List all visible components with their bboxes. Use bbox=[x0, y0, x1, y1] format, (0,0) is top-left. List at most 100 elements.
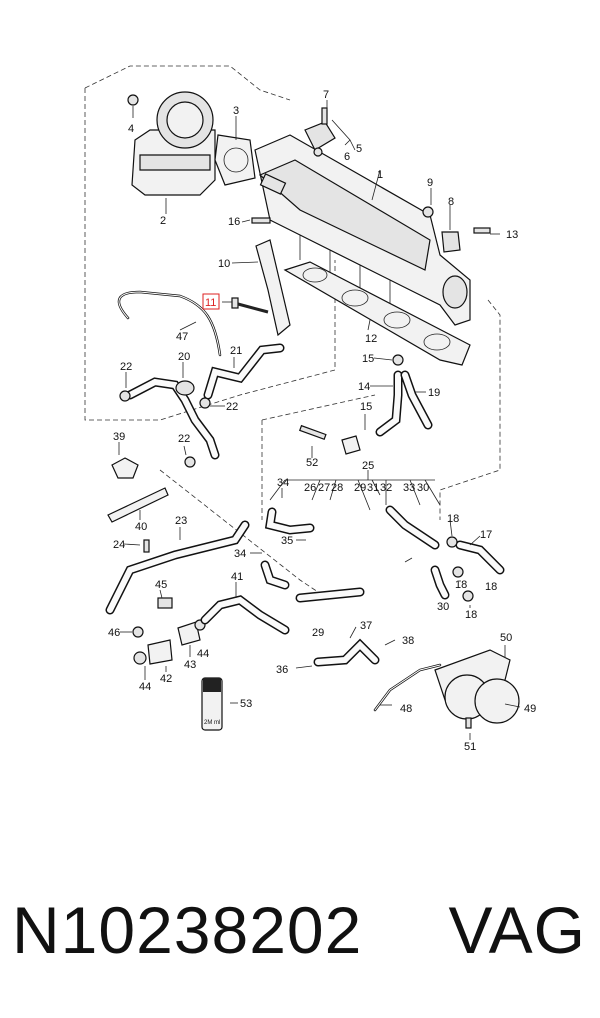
washer-6 bbox=[313, 147, 323, 157]
callout-32: 32 bbox=[380, 482, 392, 494]
callout-18a: 18 bbox=[447, 513, 459, 525]
clamp-22a bbox=[119, 390, 131, 402]
callout-17: 17 bbox=[480, 529, 492, 541]
part-number: N10238202 bbox=[12, 893, 363, 967]
callout-39: 39 bbox=[113, 431, 125, 443]
callout-48: 48 bbox=[400, 703, 412, 715]
callout-41: 41 bbox=[231, 571, 243, 583]
callout-34b: 34 bbox=[234, 548, 246, 560]
hose-14 bbox=[375, 370, 403, 437]
clamp-22c bbox=[184, 456, 196, 468]
callout-7: 7 bbox=[323, 89, 329, 101]
stud-52 bbox=[298, 424, 327, 441]
callout-52: 52 bbox=[306, 457, 318, 469]
callout-10: 10 bbox=[218, 258, 230, 270]
exploded-parts-diagram: 2M ml bbox=[84, 65, 536, 753]
hose-17 bbox=[455, 540, 505, 575]
callout-11-highlighted: 11 bbox=[205, 297, 216, 309]
sensor-15 bbox=[341, 435, 361, 455]
manifold-gasket bbox=[283, 261, 471, 366]
callout-45: 45 bbox=[155, 579, 167, 591]
can-label: 2M ml bbox=[204, 720, 220, 726]
callout-25: 25 bbox=[362, 460, 374, 472]
valve-43 bbox=[177, 621, 201, 646]
callout-12: 12 bbox=[365, 333, 377, 345]
throttle-body bbox=[131, 91, 216, 196]
callout-37: 37 bbox=[360, 620, 372, 632]
pin-51 bbox=[465, 717, 472, 729]
hose-21 bbox=[203, 343, 285, 400]
bracket-40 bbox=[107, 487, 169, 523]
hose-26 bbox=[264, 507, 315, 535]
callout-22c: 22 bbox=[178, 433, 190, 445]
callout-38: 38 bbox=[402, 635, 414, 647]
clamp-18a bbox=[446, 536, 458, 548]
vacuum-reservoir bbox=[444, 674, 520, 724]
callout-18d: 18 bbox=[485, 581, 497, 593]
bolt-13 bbox=[473, 227, 491, 234]
callout-43: 43 bbox=[184, 659, 196, 671]
bolt-24 bbox=[143, 539, 150, 553]
hose-20 bbox=[125, 377, 220, 460]
callout-6: 6 bbox=[344, 151, 350, 163]
callout-5: 5 bbox=[356, 143, 362, 155]
grommet-46 bbox=[132, 626, 144, 638]
callout-29b: 29 bbox=[312, 627, 324, 639]
cap-44b bbox=[133, 651, 147, 665]
brand-name: VAG bbox=[448, 893, 586, 967]
valve-42 bbox=[147, 639, 173, 665]
hose-19 bbox=[400, 370, 433, 430]
pipe-23 bbox=[105, 520, 250, 615]
callout-18c: 18 bbox=[465, 609, 477, 621]
callout-labels: 1 2 3 4 5 6 7 8 9 10 11 12 13 14 15 15 1… bbox=[108, 89, 536, 753]
callout-19: 19 bbox=[428, 387, 440, 399]
callout-53: 53 bbox=[240, 698, 252, 710]
group-outline-throttle bbox=[84, 65, 336, 421]
callout-35: 35 bbox=[281, 535, 293, 547]
highlight-box-11 bbox=[202, 293, 220, 310]
callout-31: 31 bbox=[367, 482, 379, 494]
nut-9 bbox=[422, 206, 434, 218]
hose-28 bbox=[295, 587, 365, 603]
hose-30 bbox=[430, 565, 450, 600]
callout-13: 13 bbox=[506, 229, 518, 241]
callout-15b: 15 bbox=[360, 401, 372, 413]
callout-15a: 15 bbox=[362, 353, 374, 365]
bolt-11 bbox=[231, 297, 269, 314]
callout-9: 9 bbox=[427, 177, 433, 189]
leader-lines bbox=[118, 100, 521, 740]
callout-30b: 30 bbox=[437, 601, 449, 613]
callout-14: 14 bbox=[358, 381, 370, 393]
clamp-18c bbox=[462, 590, 474, 602]
sealant-can: 2M ml bbox=[201, 677, 223, 731]
callout-40: 40 bbox=[135, 521, 147, 533]
callout-3: 3 bbox=[233, 105, 239, 117]
callout-18b: 18 bbox=[455, 579, 467, 591]
callout-22b: 22 bbox=[226, 401, 238, 413]
valve-39 bbox=[111, 457, 139, 479]
vacuum-line-47 bbox=[117, 290, 222, 357]
callout-2: 2 bbox=[160, 215, 166, 227]
hose-41 bbox=[200, 595, 290, 635]
hose-32 bbox=[385, 505, 440, 550]
clamp-18b bbox=[452, 566, 464, 578]
callout-29a: 29 bbox=[354, 482, 366, 494]
callout-34a: 34 bbox=[277, 477, 289, 489]
callout-16: 16 bbox=[228, 216, 240, 228]
callout-23: 23 bbox=[175, 515, 187, 527]
hose-36 bbox=[313, 638, 380, 667]
clamp-15 bbox=[392, 354, 404, 366]
bolt-16 bbox=[251, 217, 271, 224]
callout-46: 46 bbox=[108, 627, 120, 639]
cap-8 bbox=[441, 231, 461, 253]
clip-45 bbox=[157, 597, 173, 609]
throttle-gasket bbox=[214, 134, 256, 186]
callout-24: 24 bbox=[113, 539, 125, 551]
bracket-5 bbox=[304, 121, 336, 151]
callout-30a: 30 bbox=[417, 482, 429, 494]
callout-26: 26 bbox=[304, 482, 316, 494]
hose-34 bbox=[260, 560, 290, 590]
callout-47: 47 bbox=[176, 331, 188, 343]
callout-33: 33 bbox=[403, 482, 415, 494]
callout-44b: 44 bbox=[139, 681, 151, 693]
